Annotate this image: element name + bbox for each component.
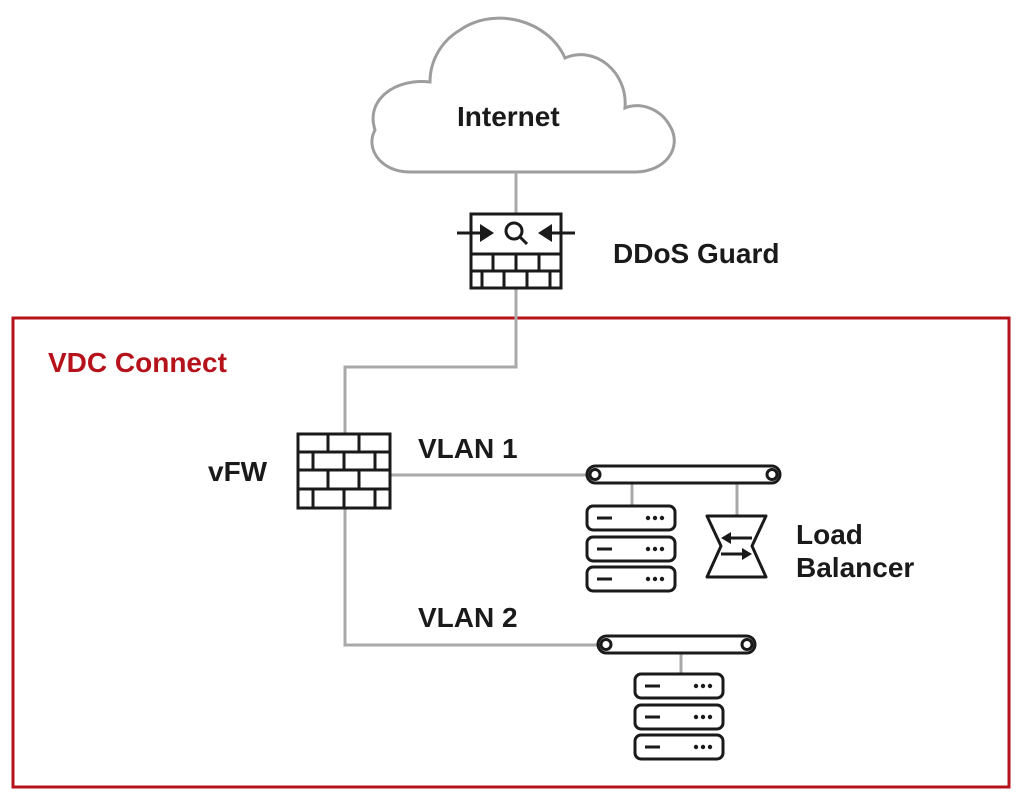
vlan1-server-stack-icon (585, 504, 677, 593)
ddos-guard-label: DDoS Guard (613, 238, 780, 269)
vdc-connect-label: VDC Connect (48, 347, 227, 378)
ddos-to-vfw-line (343, 289, 518, 434)
vlan1-label: VLAN 1 (418, 433, 518, 464)
vlan2-bus-icon (596, 634, 757, 655)
vlan2-server-stack-icon (633, 672, 725, 761)
vlan1-bus-icon (585, 464, 782, 485)
internet-cloud-icon (370, 16, 676, 174)
ddos-guard-icon (457, 212, 575, 290)
vlan2-label: VLAN 2 (418, 602, 518, 633)
vlan2-line (343, 508, 603, 647)
magnifier-icon (504, 221, 529, 246)
vfw-firewall-icon (296, 432, 392, 510)
ddos-arrows-icon (480, 224, 552, 242)
load-balancer-label-line1: Load (796, 519, 863, 550)
load-balancer-label: Load Balancer (796, 518, 914, 584)
internet-label: Internet (457, 101, 560, 132)
vfw-label: vFW (208, 456, 268, 487)
load-balancer-label-line2: Balancer (796, 552, 915, 583)
connection-lines (343, 172, 739, 674)
load-balancer-icon (705, 514, 768, 579)
vdc-connect-boundary (11, 316, 1011, 789)
